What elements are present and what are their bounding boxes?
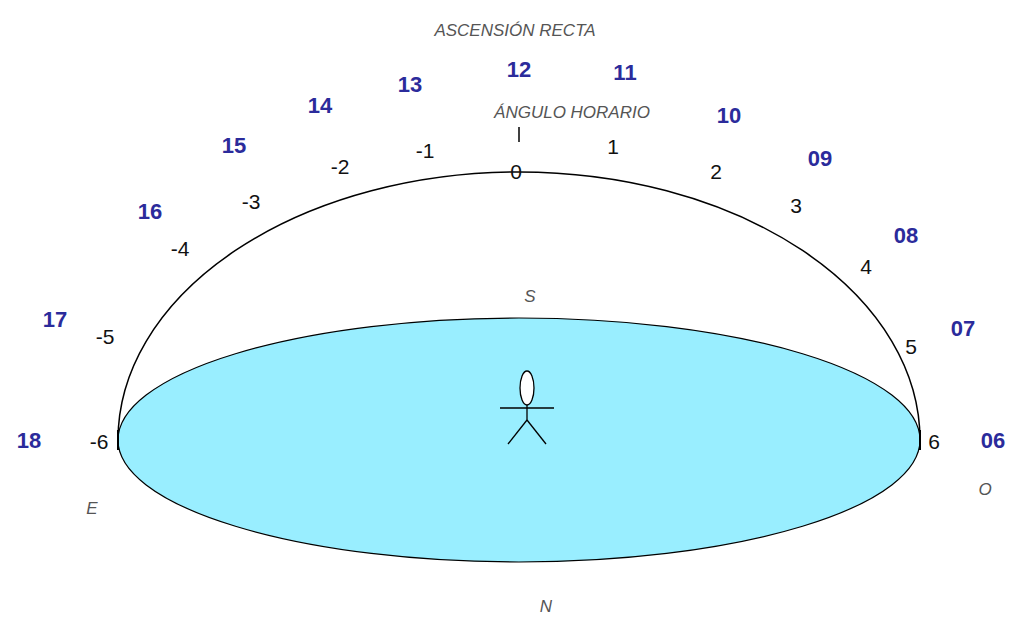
cardinal-point: O [978,481,991,498]
hour-angle-value: -4 [171,238,190,259]
right-ascension-hour: 16 [138,201,162,223]
cardinal-point: E [86,500,97,517]
hour-angle-value: -1 [416,140,435,161]
cardinal-point: S [524,288,535,305]
hour-angle-value: 0 [510,161,522,182]
hour-angle-value: -5 [96,326,115,347]
right-ascension-hour: 07 [951,318,975,340]
right-ascension-hour: 13 [398,74,422,96]
hour-angle-value: 4 [860,256,872,277]
hour-angle-value: 3 [790,195,802,216]
horizon-plane [118,318,920,562]
right-ascension-hour: 15 [222,135,246,157]
tick-mark [117,430,119,450]
hour-angle-value: -2 [331,156,350,177]
right-ascension-hour: 06 [981,430,1005,452]
tick-mark [919,430,921,450]
hour-angle-value: -6 [90,431,109,452]
right-ascension-hour: 17 [43,309,67,331]
right-ascension-hour: 18 [17,430,41,452]
right-ascension-hour: 08 [894,225,918,247]
right-ascension-hour: 12 [507,59,531,81]
hour-angle-value: 2 [710,161,722,182]
observer-figure [500,371,554,444]
hour-angle-value: 5 [905,336,917,357]
hour-angle-value: 1 [607,136,619,157]
axis-title: ASCENSIÓN RECTA [434,22,595,39]
cardinal-point: N [540,598,552,615]
hour-angle-value: 6 [928,431,940,452]
right-ascension-hour: 09 [808,148,832,170]
right-ascension-hour: 11 [613,62,636,84]
axis-title: ÁNGULO HORARIO [494,104,650,121]
tick-mark [518,127,520,142]
right-ascension-hour: 10 [717,105,741,127]
hour-angle-value: -3 [242,191,261,212]
right-ascension-hour: 14 [308,95,332,117]
